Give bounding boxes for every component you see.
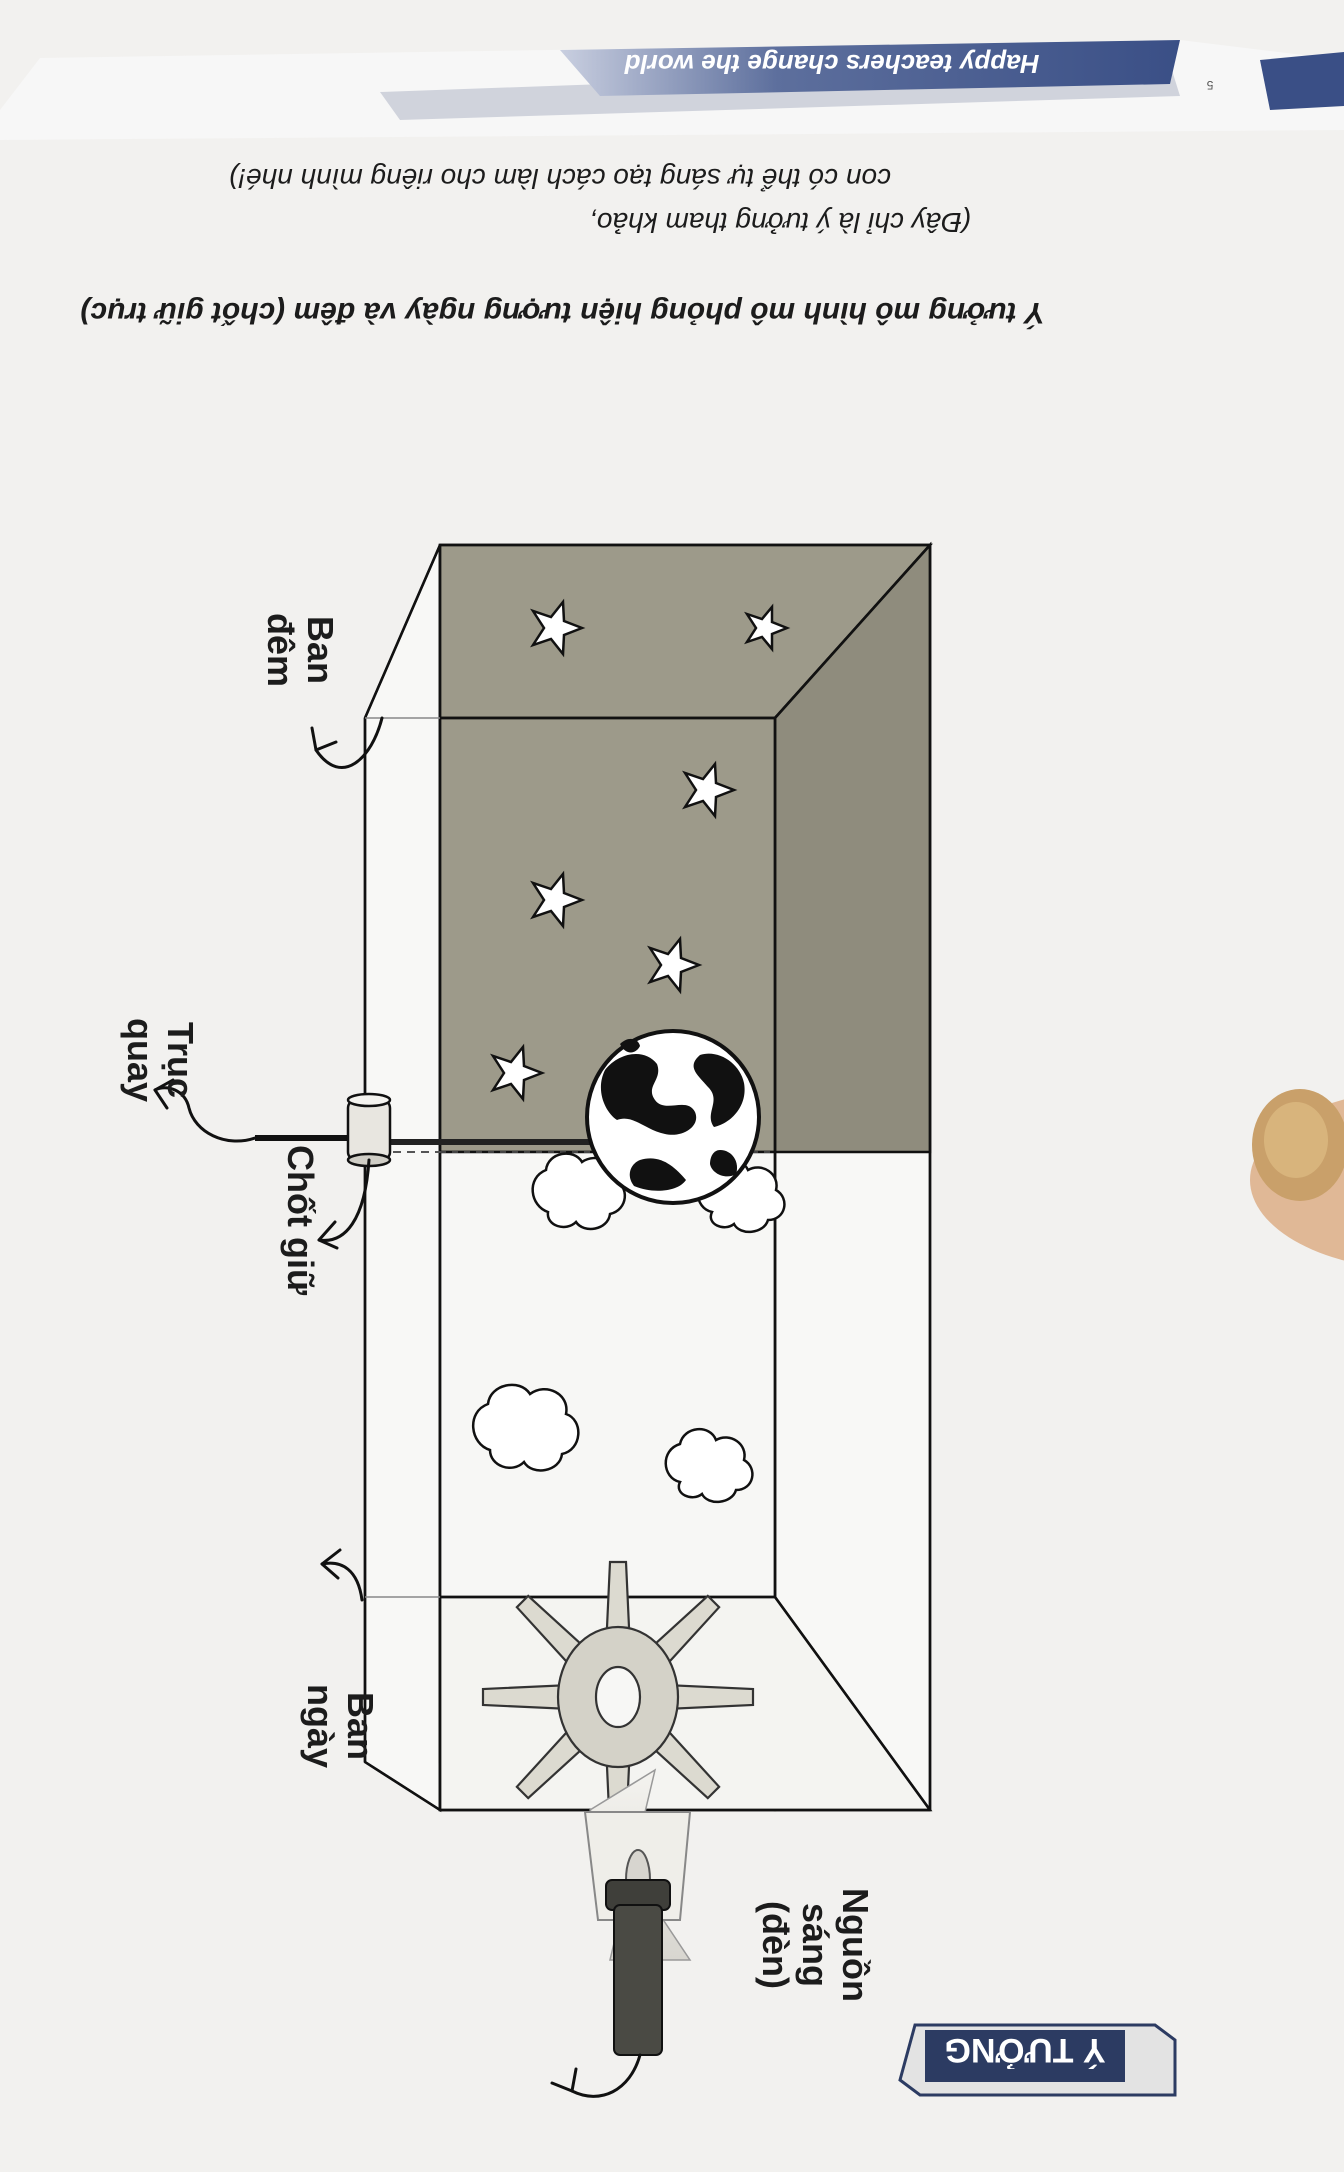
sun-icon (481, 1560, 755, 1834)
earth-globe-icon (585, 1029, 761, 1205)
star-icon (490, 598, 791, 1103)
cloud-icon (471, 1152, 786, 1503)
axis-pin-cap (346, 1092, 392, 1168)
axis-rod (255, 1135, 595, 1145)
header-band (0, 40, 1344, 140)
arrow-icon (153, 716, 642, 2098)
lamp-icon (583, 1768, 692, 2056)
thumb-photo-artifact (1250, 1089, 1344, 1261)
idea-badge-bg (898, 2023, 1177, 2097)
